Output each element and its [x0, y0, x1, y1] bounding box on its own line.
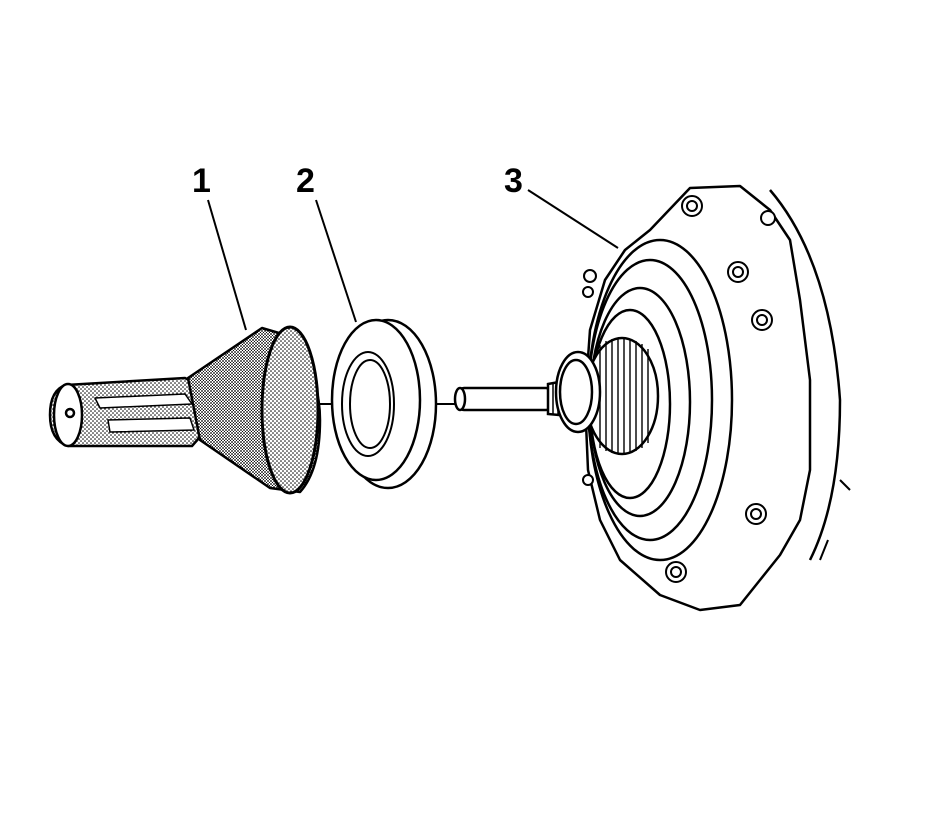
leader-line-2: [315, 199, 357, 323]
leader-line-3: [527, 189, 619, 249]
seal-ring-icon: [330, 318, 438, 490]
callout-2: 2: [296, 162, 315, 200]
callout-3: 3: [504, 162, 523, 200]
installer-tool-icon: [48, 325, 322, 495]
pump-housing-icon: [554, 184, 851, 612]
leader-line-1: [207, 199, 247, 331]
shaft: [453, 378, 572, 418]
callout-1: 1: [192, 162, 211, 200]
leader-lines: [207, 189, 619, 331]
spline-teeth: [599, 338, 649, 454]
bolt-heads: [582, 195, 776, 583]
